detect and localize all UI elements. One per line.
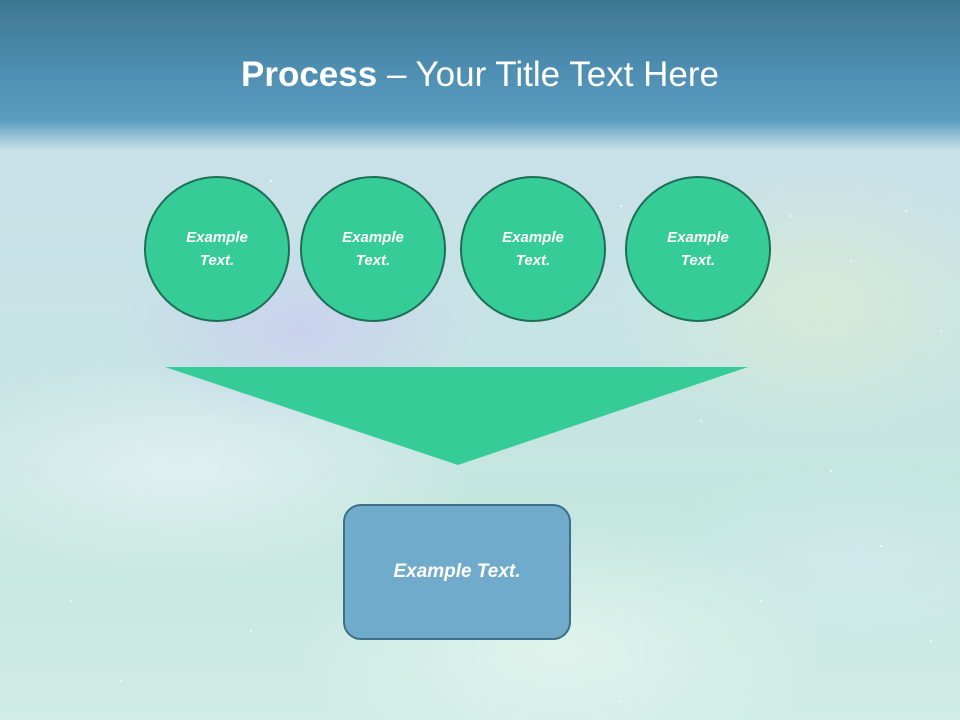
funnel-arrow (165, 367, 748, 465)
process-step-text: Example Text. (342, 229, 404, 269)
star-decoration (880, 545, 882, 547)
star-decoration (250, 630, 252, 632)
process-step-text: Example Text. (186, 229, 248, 269)
title-rest-part: – Your Title Text Here (377, 55, 719, 94)
star-decoration (70, 600, 72, 602)
result-box: Example Text. (343, 504, 571, 640)
process-step-text: Example Text. (667, 229, 729, 269)
result-box-text: Example Text. (393, 561, 521, 582)
process-step-circle-1: Example Text. (144, 176, 290, 322)
funnel-triangle (165, 367, 748, 465)
process-step-text: Example Text. (502, 229, 564, 269)
star-decoration (620, 700, 622, 702)
process-step-circle-3: Example Text. (460, 176, 606, 322)
star-decoration (850, 260, 852, 262)
star-decoration (830, 470, 832, 472)
title-banner (0, 0, 960, 150)
process-step-circle-2: Example Text. (300, 176, 446, 322)
star-decoration (700, 420, 702, 422)
page-title: Process – Your Title Text Here (0, 52, 960, 98)
star-decoration (940, 330, 942, 332)
star-decoration (790, 215, 792, 217)
star-decoration (930, 640, 932, 642)
star-decoration (905, 210, 907, 212)
star-decoration (270, 180, 272, 182)
star-decoration (760, 600, 762, 602)
star-decoration (620, 205, 622, 207)
star-decoration (120, 680, 122, 682)
title-bold-part: Process (241, 55, 378, 94)
process-step-circle-4: Example Text. (625, 176, 771, 322)
